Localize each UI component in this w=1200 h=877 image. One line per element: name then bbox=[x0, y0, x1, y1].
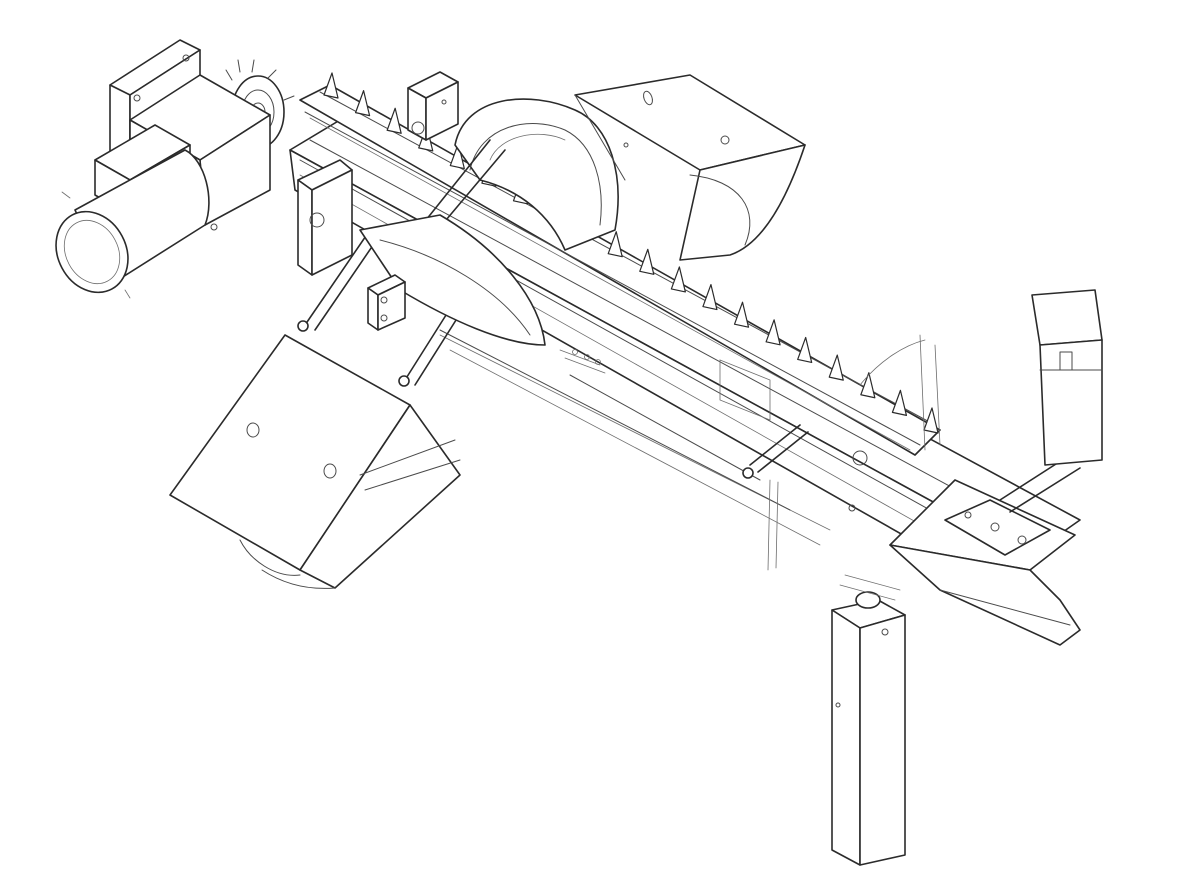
conveyor-tooth bbox=[702, 283, 718, 311]
tie-rod-icon bbox=[297, 139, 809, 479]
conveyor-tooth bbox=[860, 372, 876, 399]
conveyor-tooth bbox=[670, 266, 686, 293]
conveyor-tooth bbox=[639, 248, 655, 275]
left-hopper-icon bbox=[169, 334, 461, 589]
conveyor-tooth bbox=[386, 107, 402, 134]
conveyor-tooth bbox=[607, 231, 623, 258]
conveyor-tooth bbox=[828, 354, 844, 381]
support-leg-icon bbox=[831, 574, 906, 866]
conveyor-tooth bbox=[765, 319, 781, 346]
conveyor-tooth bbox=[323, 72, 339, 99]
conveyor-tooth bbox=[797, 336, 813, 364]
motor-icon bbox=[55, 124, 210, 299]
feed-plate-icon bbox=[359, 214, 546, 346]
right-arm-icon bbox=[999, 289, 1103, 513]
sketch-strokes bbox=[559, 334, 941, 571]
conveyor-tooth bbox=[733, 301, 750, 328]
conveyor-tooth bbox=[354, 90, 371, 117]
conveyor-tooth bbox=[449, 142, 465, 170]
top-hood-icon bbox=[574, 74, 806, 261]
right-bracket-icon bbox=[889, 479, 1081, 646]
conveyor-tooth bbox=[891, 389, 908, 416]
conveyor-tooth bbox=[923, 407, 939, 434]
drum-guard-icon bbox=[454, 98, 619, 251]
bearing-block-icon bbox=[297, 71, 459, 276]
